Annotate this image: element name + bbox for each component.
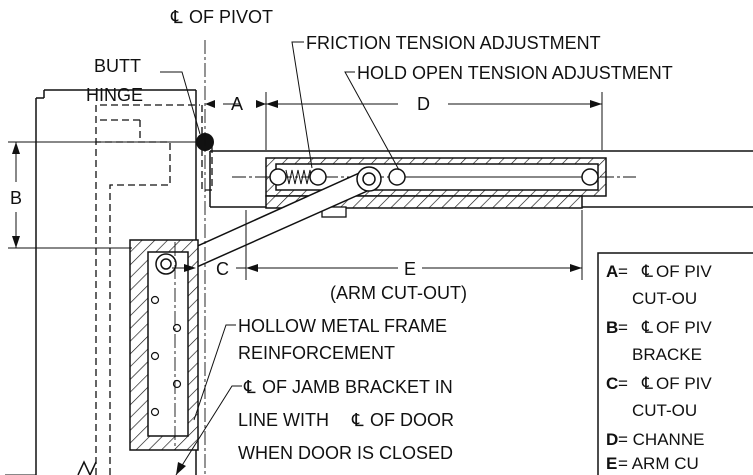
svg-text:℄: ℄: [351, 410, 364, 430]
svg-text:= ARM CU: = ARM CU: [618, 454, 699, 473]
friction-label: FRICTION TENSION ADJUSTMENT: [306, 33, 601, 53]
dimension-lines: [8, 92, 603, 280]
jamb-bracket: [129, 239, 199, 451]
svg-text:℄: ℄: [641, 262, 653, 281]
dim-c-label: C: [216, 259, 229, 279]
svg-text:CUT-OU: CUT-OU: [632, 401, 697, 420]
svg-text:℄: ℄: [170, 7, 183, 27]
svg-text:CUT-OU: CUT-OU: [632, 289, 697, 308]
labels: ℄ OF PIVOT BUTT HINGE FRICTION TENSION A…: [10, 7, 673, 463]
svg-text:℄: ℄: [641, 318, 653, 337]
butt-hinge-label-1: BUTT: [94, 56, 141, 76]
svg-text:=: =: [618, 262, 628, 281]
butt-hinge-label-2: HINGE: [86, 85, 143, 105]
legend-item-c: C = ℄ OF PIV CUT-OU: [606, 374, 712, 420]
svg-text:℄: ℄: [641, 374, 653, 393]
svg-text:= CHANNE: = CHANNE: [618, 430, 704, 449]
dim-d-label: D: [417, 94, 430, 114]
legend-item-e: E = ARM CU: [606, 454, 699, 473]
hollow-frame-label-2: REINFORCEMENT: [238, 343, 395, 363]
arm-cutout-label: (ARM CUT-OUT): [330, 283, 467, 303]
hold-open-label: HOLD OPEN TENSION ADJUSTMENT: [357, 63, 673, 83]
dimension-legend: A = ℄ OF PIV CUT-OU B = ℄ OF PIV BRACKE …: [597, 252, 753, 475]
legend-item-a: A = ℄ OF PIV CUT-OU: [606, 262, 712, 308]
leader-lines: [160, 41, 400, 475]
pivot-centerline-label: ℄ OF PIVOT: [170, 7, 273, 27]
svg-text:=: =: [618, 318, 628, 337]
svg-text:OF PIV: OF PIV: [656, 262, 712, 281]
dim-e-label: E: [404, 259, 416, 279]
svg-text:OF PIV: OF PIV: [656, 374, 712, 393]
dim-b-label: B: [10, 188, 22, 208]
svg-text:C: C: [606, 374, 618, 393]
svg-text:OF PIV: OF PIV: [656, 318, 712, 337]
svg-text:℄: ℄: [243, 377, 256, 397]
pivot-point: [196, 40, 214, 475]
svg-text:WHEN DOOR IS CLOSED: WHEN DOOR IS CLOSED: [238, 443, 453, 463]
svg-text:OF DOOR: OF DOOR: [370, 410, 454, 430]
jamb-bracket-label: ℄ OF JAMB BRACKET IN LINE WITH ℄ OF DOOR…: [238, 377, 454, 463]
legend-item-b: B = ℄ OF PIV BRACKE: [606, 318, 712, 364]
svg-text:D: D: [606, 430, 618, 449]
legend-item-d: D = CHANNE: [606, 430, 704, 449]
svg-text:B: B: [606, 318, 618, 337]
svg-text:OF JAMB BRACKET IN: OF JAMB BRACKET IN: [262, 377, 453, 397]
svg-text:OF PIVOT: OF PIVOT: [189, 7, 273, 27]
svg-text:LINE WITH: LINE WITH: [238, 410, 329, 430]
svg-text:E: E: [606, 454, 617, 473]
svg-text:A: A: [606, 262, 618, 281]
hollow-frame-label-1: HOLLOW METAL FRAME: [238, 316, 447, 336]
svg-text:BRACKE: BRACKE: [632, 345, 702, 364]
svg-text:=: =: [618, 374, 628, 393]
dim-a-label: A: [231, 94, 243, 114]
